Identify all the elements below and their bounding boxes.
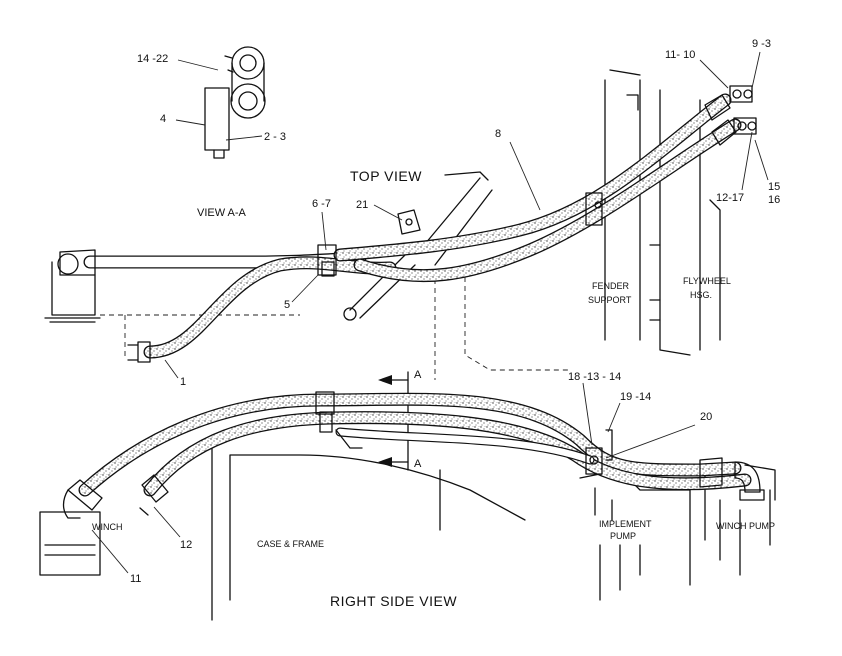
section-mark-a-lower: A [414, 458, 422, 470]
callout-11: 11 [130, 573, 141, 585]
flywheel-hsg-line1: FLYWHEEL [683, 276, 731, 286]
callout-11-10: 11- 10 [665, 49, 695, 61]
callout-16: 16 [768, 194, 780, 206]
top-view-title: TOP VIEW [350, 168, 422, 184]
right-side-view-title: RIGHT SIDE VIEW [330, 593, 457, 609]
section-mark-a-upper: A [414, 369, 422, 381]
callout-19-14: 19 -14 [620, 391, 651, 403]
callout-20: 20 [700, 411, 712, 423]
fender-support-line1: FENDER [592, 281, 630, 291]
callout-1: 1 [180, 376, 186, 388]
side-view-callouts: 18 -13 - 14 19 -14 20 12 11 [91, 371, 712, 585]
top-view-hoses [44, 85, 757, 363]
implement-pump-line2: PUMP [610, 531, 636, 541]
callout-15: 15 [768, 181, 780, 193]
fender-support-line2: SUPPORT [588, 295, 632, 305]
callout-9-3: 9 -3 [752, 38, 771, 50]
callout-12: 12 [180, 539, 192, 551]
side-view-hoses [62, 391, 765, 519]
callout-4: 4 [160, 113, 166, 125]
case-frame-label: CASE & FRAME [257, 539, 324, 549]
callout-6-7: 6 -7 [312, 198, 331, 210]
winch-pump-label: WINCH PUMP [716, 521, 775, 531]
callout-18-13-14: 18 -13 - 14 [568, 371, 621, 383]
callout-2-3: 2 - 3 [264, 131, 286, 143]
view-aa-label: VIEW A-A [197, 207, 247, 219]
callout-12-17: 12-17 [716, 192, 744, 204]
clip-detail: 14 -22 4 2 - 3 [137, 46, 286, 159]
callout-21: 21 [356, 199, 368, 211]
implement-pump-line1: IMPLEMENT [599, 519, 652, 529]
winch-label: WINCH [92, 522, 123, 532]
flywheel-hsg-line2: HSG. [690, 290, 712, 300]
callout-5: 5 [284, 299, 290, 311]
callout-8: 8 [495, 128, 501, 140]
callout-14-22: 14 -22 [137, 53, 168, 65]
top-view-callouts: 8 11- 10 9 -3 15 12-17 16 6 -7 21 5 1 [164, 38, 780, 388]
